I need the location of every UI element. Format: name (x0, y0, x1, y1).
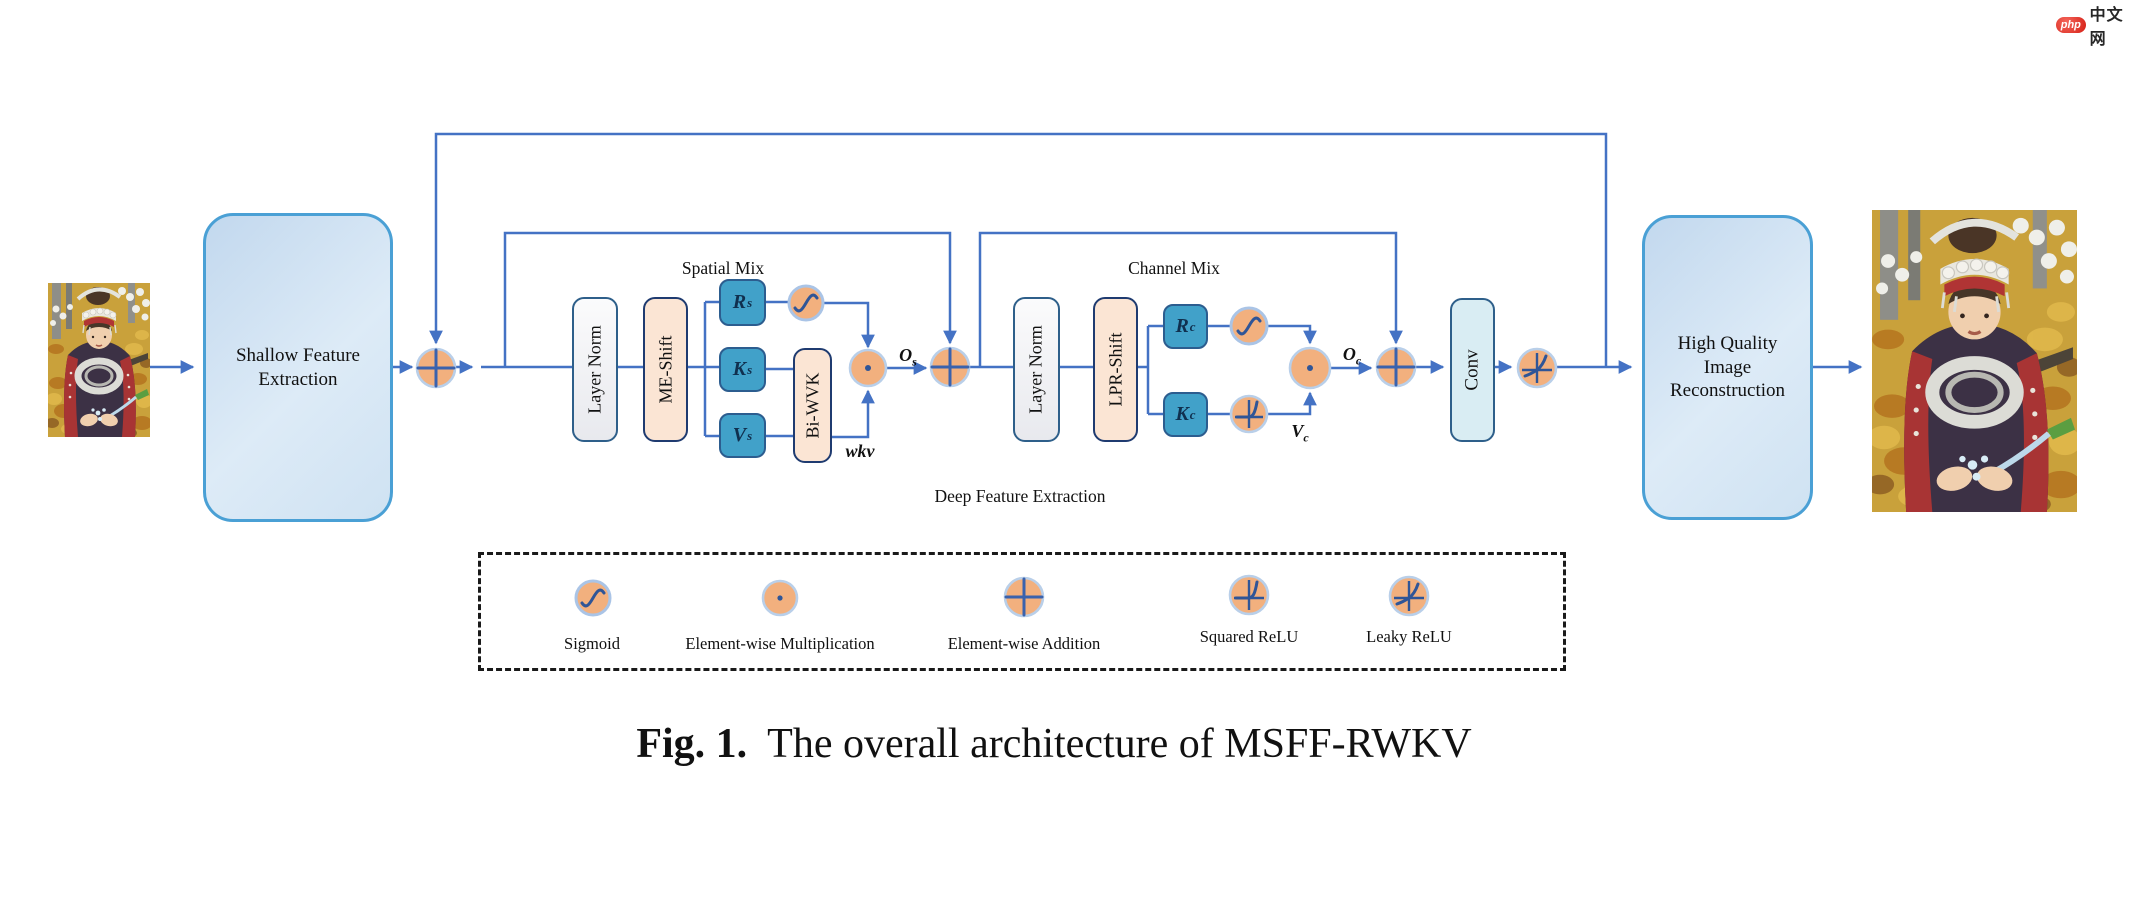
squared-relu-icon (1228, 574, 1270, 616)
legend-label-element-wise-multiplication: Element-wise Multiplication (685, 634, 875, 653)
vs-label: V (732, 424, 747, 446)
oc-label: Oc (1342, 344, 1362, 368)
legend-label-squared-relu: Squared ReLU (1199, 627, 1299, 646)
high-quality-reconstruction-label: High Quality Image Reconstruction (1669, 332, 1786, 402)
operator-nodes (415, 284, 1558, 434)
figure-caption: Fig. 1. The overall architecture of MSFF-… (0, 720, 2108, 768)
input-image (48, 283, 150, 437)
legend-icons (574, 574, 1430, 618)
spatial-mix-title: Spatial Mix (681, 258, 765, 278)
spatial-layer-norm-box: Layer Norm (572, 297, 618, 442)
main-flow-lines (150, 132, 1863, 439)
high-quality-reconstruction-block: High Quality Image Reconstruction (1642, 215, 1813, 520)
legend-label-element-wise-addition: Element-wise Addition (947, 634, 1101, 653)
shallow-feature-extraction-label: Shallow Feature Extraction (235, 344, 360, 390)
figure-caption-number: Fig. 1. (636, 721, 748, 767)
kc-label: K (1175, 403, 1189, 425)
bi-wvk-box: Bi-WVK (793, 348, 832, 463)
element-wise-multiplication-icon (848, 348, 888, 388)
php-logo-badge: php (2056, 17, 2086, 33)
rc-label: R (1175, 315, 1189, 337)
element-wise-addition-icon (415, 347, 457, 389)
output-image (1872, 210, 2077, 512)
sigmoid-icon (574, 579, 612, 617)
wkv-label: wkv (845, 441, 875, 461)
channel-layer-norm-label: Layer Norm (1026, 325, 1046, 414)
figure-caption-text: The overall architecture of MSFF-RWKV (767, 721, 1472, 767)
conv-box: Conv (1450, 298, 1495, 442)
ks-label: K (732, 358, 747, 380)
legend-label-leaky-relu: Leaky ReLU (1366, 627, 1452, 646)
shallow-feature-extraction-block: Shallow Feature Extraction (203, 213, 393, 522)
rs-label: R (732, 291, 747, 313)
site-logo: php 中文网 (2056, 1, 2140, 49)
element-wise-addition-icon (1375, 346, 1417, 388)
element-wise-multiplication-icon (1288, 346, 1332, 390)
me-shift-label: ME-Shift (655, 335, 676, 404)
lpr-shift-box: LPR-Shift (1093, 297, 1138, 442)
conv-label: Conv (1461, 349, 1483, 391)
me-shift-box: ME-Shift (643, 297, 688, 442)
spatial-layer-norm-label: Layer Norm (584, 325, 605, 414)
vc-label: Vc (1291, 421, 1309, 445)
legend-box (478, 552, 1566, 671)
spatial-skip-line (503, 231, 957, 367)
global-skip-line (429, 132, 1608, 367)
lpr-shift-label: LPR-Shift (1105, 332, 1126, 407)
deep-feature-extraction-label: Deep Feature Extraction (934, 486, 1106, 506)
squared-relu-icon (1229, 394, 1269, 434)
channel-skip-line (978, 231, 1403, 367)
leaky-relu-icon (1388, 575, 1430, 617)
bi-wvk-label: Bi-WVK (802, 372, 822, 439)
os-label: Os (899, 345, 917, 369)
element-wise-multiplication-icon (761, 579, 799, 617)
site-logo-text: 中文网 (2089, 7, 2124, 48)
legend-label-sigmoid: Sigmoid (564, 634, 620, 653)
channel-mix-title: Channel Mix (1128, 258, 1220, 278)
sigmoid-icon (787, 284, 825, 322)
element-wise-addition-icon (929, 346, 971, 388)
leaky-relu-icon (1516, 347, 1558, 389)
element-wise-addition-icon (1003, 576, 1045, 618)
sigmoid-icon (1229, 306, 1269, 346)
channel-layer-norm-box: Layer Norm (1013, 297, 1060, 442)
